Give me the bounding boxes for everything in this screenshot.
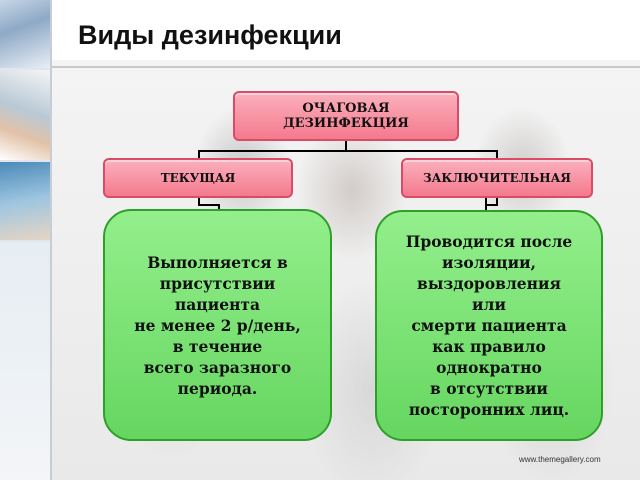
footer-url: www.themegallery.com [519,455,601,464]
title-divider [52,66,640,68]
left-photo-strip [0,0,50,480]
connector [198,150,498,152]
current-disinfection-label: ТЕКУЩАЯ [160,171,236,185]
slide-title: Виды дезинфекции [78,20,342,50]
root-node-label: ОЧАГОВАЯ ДЕЗИНФЕКЦИЯ [283,101,409,131]
connector [198,204,220,206]
photo-thumbnail [0,0,50,68]
connector [345,141,347,151]
current-disinfection-node: ТЕКУЩАЯ [103,158,293,198]
connector [496,198,498,206]
vertical-divider [50,0,52,480]
final-disinfection-description: Проводится после изоляции, выздоровления… [375,210,603,441]
final-disinfection-label: ЗАКЛЮЧИТЕЛЬНАЯ [423,171,571,185]
current-disinfection-description: Выполняется в присутствии пациента не ме… [103,209,332,441]
root-node: ОЧАГОВАЯ ДЕЗИНФЕКЦИЯ [233,91,459,141]
photo-thumbnail [0,162,50,240]
final-description-text: Проводится после изоляции, выздоровления… [405,232,573,419]
connector [496,150,498,158]
final-disinfection-node: ЗАКЛЮЧИТЕЛЬНАЯ [401,158,593,198]
connector [198,150,200,158]
photo-thumbnail [0,242,50,480]
current-description-text: Выполняется в присутствии пациента не ме… [134,252,301,398]
connector [218,204,220,210]
connector [485,204,498,206]
connector [198,198,200,206]
photo-thumbnail [0,70,50,160]
